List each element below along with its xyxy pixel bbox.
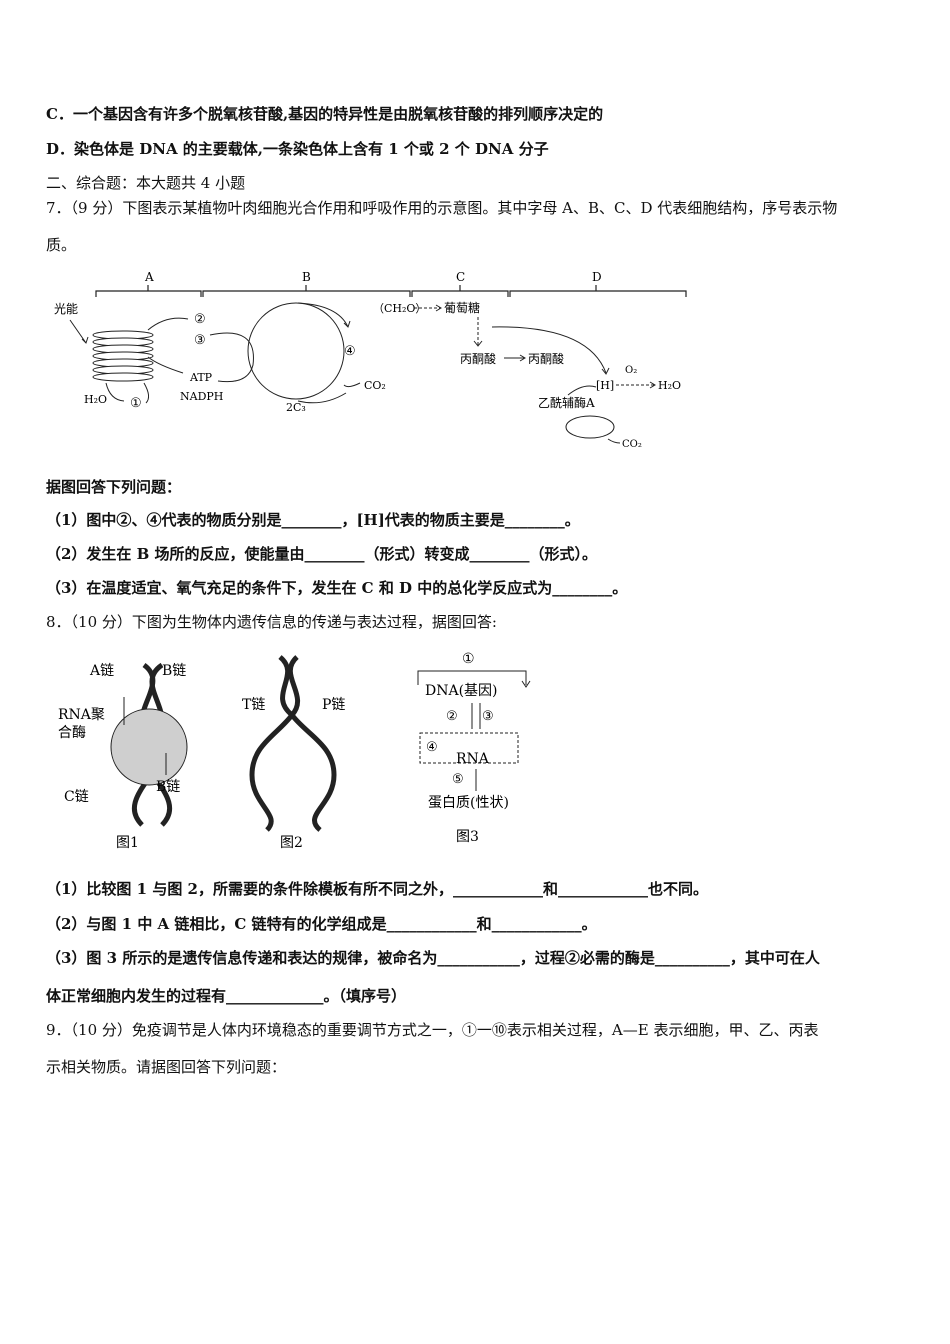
h-carrier: [H] bbox=[596, 379, 614, 392]
question-7-part-2: （2）发生在 B 场所的反应，使能量由________（形式）转变成______… bbox=[46, 545, 598, 563]
pyruvate-2: 丙酮酸 bbox=[528, 351, 564, 366]
fig2-caption: 图2 bbox=[280, 835, 303, 851]
rna-polymerase bbox=[110, 708, 188, 786]
question-7-part-1: （1）图中②、④代表的物质分别是________，[H]代表的物质主要是____… bbox=[46, 511, 580, 529]
b-chain-2: B链 bbox=[156, 779, 180, 795]
fig1-caption: 图1 bbox=[116, 835, 139, 851]
co2-input: CO₂ bbox=[364, 379, 386, 392]
rna-pol-1: RNA聚 bbox=[58, 707, 105, 723]
dna-gene: DNA(基因) bbox=[425, 682, 498, 699]
b-chain: B链 bbox=[162, 663, 186, 679]
label-d: D bbox=[592, 270, 602, 284]
t-chain: T链 bbox=[242, 697, 265, 713]
question-7-stem: 7．（9 分）下图表示某植物叶肉细胞光合作用和呼吸作用的示意图。其中字母 A、B… bbox=[46, 199, 838, 217]
h2o-input: H₂O bbox=[84, 393, 107, 406]
protein-trait: 蛋白质(性状) bbox=[428, 795, 509, 811]
question-8-part-1: （1）比较图 1 与图 2，所需要的条件除模板有所不同之外，__________… bbox=[46, 880, 708, 898]
option-d: D．染色体是 DNA 的主要载体,一条染色体上含有 1 个或 2 个 DNA 分… bbox=[46, 140, 549, 158]
ch2o: （CH₂O） bbox=[373, 302, 426, 315]
process-4: ④ bbox=[426, 740, 438, 755]
fig3-caption: 图3 bbox=[456, 829, 479, 845]
p-chain: P链 bbox=[322, 697, 345, 713]
circle-4: ④ bbox=[344, 344, 356, 359]
rna-pol-2: 合酶 bbox=[58, 725, 86, 741]
question-7-stem-cont: 质。 bbox=[46, 236, 77, 254]
process-5: ⑤ bbox=[452, 772, 464, 787]
section-heading: 二、综合题：本大题共 4 小题 bbox=[46, 174, 246, 192]
circle-3: ③ bbox=[194, 333, 206, 348]
question-7-part-3: （3）在温度适宜、氧气充足的条件下，发生在 C 和 D 中的总化学反应式为___… bbox=[46, 579, 628, 597]
o2: O₂ bbox=[625, 365, 637, 376]
label-a: A bbox=[144, 270, 154, 284]
fig2-helix bbox=[249, 655, 337, 832]
gene-expression-diagram: A链 B链 RNA聚 合酶 C链 B链 图1 T链 P链 图2 ① DNA(基因… bbox=[58, 651, 531, 851]
atp: ATP bbox=[189, 371, 213, 384]
rna: RNA bbox=[456, 751, 490, 767]
label-c: C bbox=[456, 270, 465, 284]
nadph: NADPH bbox=[180, 390, 223, 403]
glucose: 葡萄糖 bbox=[444, 300, 480, 315]
photosynthesis-respiration-diagram: A B C D 光能 H₂O ① ② ③ ATP NADPH ④ CO₂ 2C₃… bbox=[54, 270, 687, 450]
acetyl-coa: 乙酰辅酶A bbox=[538, 395, 595, 410]
option-c: C．一个基因含有许多个脱氧核苷酸,基因的特异性是由脱氧核苷酸的排列顺序决定的 bbox=[46, 105, 604, 123]
question-9-stem-cont: 示相关物质。请据图回答下列问题： bbox=[46, 1058, 287, 1076]
thylakoid-stack bbox=[92, 330, 154, 382]
question-8-stem: 8．（10 分）下图为生物体内遗传信息的传递与表达过程，据图回答: bbox=[46, 613, 497, 631]
process-3: ③ bbox=[482, 709, 494, 724]
question-7-prompt: 据图回答下列问题： bbox=[46, 478, 182, 496]
process-2: ② bbox=[446, 709, 458, 724]
c-chain: C链 bbox=[64, 789, 89, 805]
process-1: ① bbox=[462, 651, 475, 667]
circle-2: ② bbox=[194, 312, 206, 327]
question-9-stem: 9．（10 分）免疫调节是人体内环境稳态的重要调节方式之一，①一⑩表示相关过程，… bbox=[46, 1021, 819, 1039]
light-energy: 光能 bbox=[54, 302, 78, 316]
h2o-output: H₂O bbox=[658, 379, 681, 392]
circle-1: ① bbox=[130, 396, 142, 411]
two-c3: 2C₃ bbox=[286, 401, 306, 414]
co2-output: CO₂ bbox=[622, 439, 642, 450]
question-8-part-3-cont: 体正常细胞内发生的过程有_____________。（填序号） bbox=[46, 987, 407, 1005]
label-b: B bbox=[302, 270, 311, 284]
question-8-part-3: （3）图 3 所示的是遗传信息传递和表达的规律，被命名为___________，… bbox=[46, 949, 820, 967]
question-8-part-2: （2）与图 1 中 A 链相比，C 链特有的化学组成是____________和… bbox=[46, 915, 597, 933]
pyruvate-1: 丙酮酸 bbox=[460, 351, 496, 366]
a-chain: A链 bbox=[89, 663, 114, 679]
